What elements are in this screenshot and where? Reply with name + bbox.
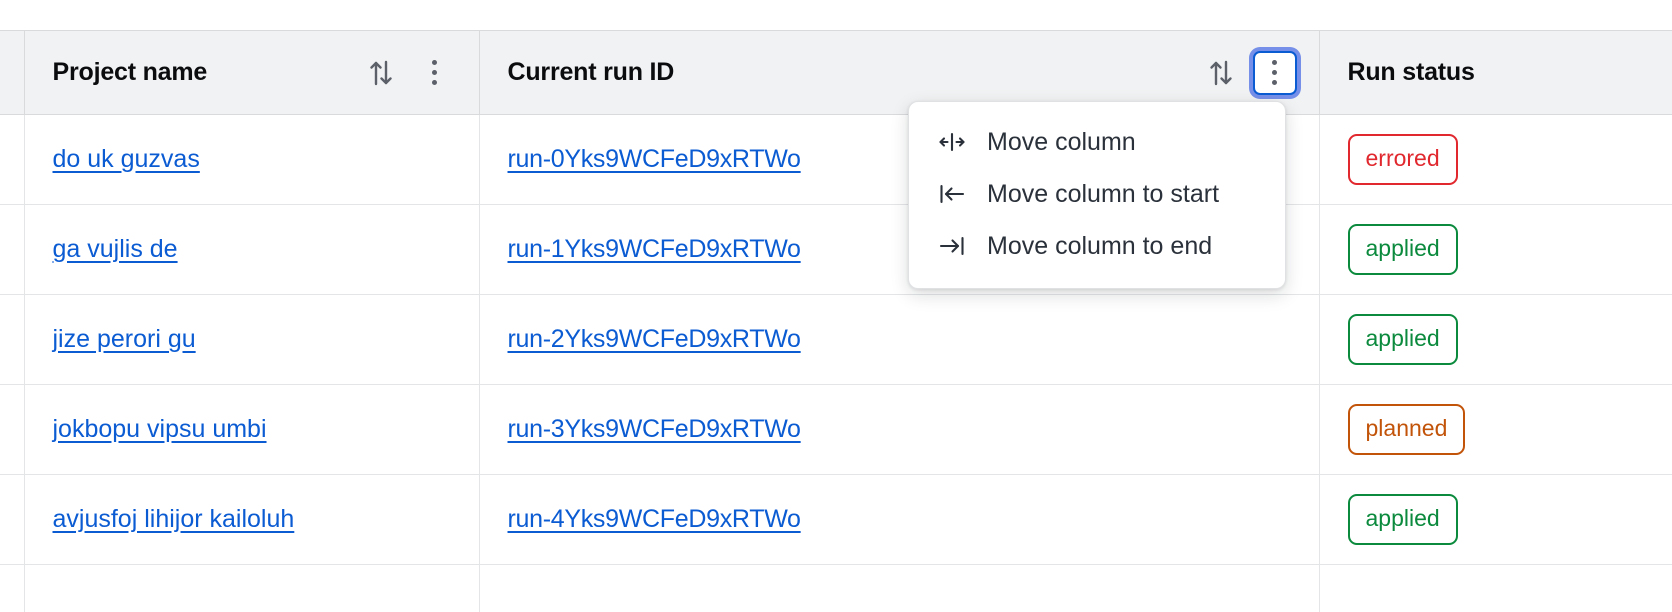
- row-selection-cell: [0, 114, 25, 205]
- status-badge: planned: [1347, 404, 1466, 455]
- run-id-link[interactable]: run-2Yks9WCFeD9xRTWo: [507, 325, 801, 353]
- run-id-link[interactable]: run-4Yks9WCFeD9xRTWo: [507, 505, 801, 533]
- project-name-link[interactable]: jize perori gu: [52, 325, 196, 353]
- project-name-link[interactable]: avjusfoj lihijor kailoluh: [52, 505, 295, 533]
- cell-run-status: errored: [1319, 114, 1672, 205]
- project-name-link[interactable]: jokbopu vipsu umbi: [52, 415, 267, 443]
- column-header-label-current-run-id: Current run ID: [507, 58, 675, 86]
- cell-current-run-id: run-3Yks9WCFeD9xRTWo: [479, 384, 1320, 475]
- row-selection-header-cell: [0, 30, 25, 115]
- cell-project-name: jokbopu vipsu umbi: [24, 384, 480, 475]
- table-row[interactable]: jize perori gu run-2Yks9WCFeD9xRTWo appl…: [0, 294, 1672, 385]
- row-selection-cell: [0, 204, 25, 295]
- kebab-menu-icon: [1272, 60, 1277, 85]
- menu-item-label: Move column to end: [987, 231, 1213, 260]
- status-badge: applied: [1347, 224, 1458, 275]
- cell-run-status: [1319, 564, 1672, 612]
- column-header-label-project-name: Project name: [52, 58, 208, 86]
- table-row[interactable]: jokbopu vipsu umbi run-3Yks9WCFeD9xRTWo …: [0, 384, 1672, 475]
- table-row-partial[interactable]: [0, 564, 1672, 612]
- column-header-project-name[interactable]: Project name: [24, 30, 480, 115]
- sort-arrows-icon[interactable]: [359, 51, 403, 95]
- run-id-link[interactable]: run-1Yks9WCFeD9xRTWo: [507, 235, 801, 263]
- row-selection-cell: [0, 564, 25, 612]
- cell-project-name: avjusfoj lihijor kailoluh: [24, 474, 480, 565]
- move-column-to-end-icon: [937, 231, 967, 261]
- table-body: do uk guzvas run-0Yks9WCFeD9xRTWo errore…: [0, 114, 1672, 612]
- status-badge: applied: [1347, 314, 1458, 365]
- run-id-link[interactable]: run-0Yks9WCFeD9xRTWo: [507, 145, 801, 173]
- table-header-row: Project name: [0, 30, 1672, 115]
- status-badge: errored: [1347, 134, 1458, 185]
- column-options-menu[interactable]: Move column Move column to start Move co…: [908, 101, 1286, 289]
- cell-project-name: ga vujlis de: [24, 204, 480, 295]
- projects-table-scroll-area[interactable]: Project name: [0, 30, 1672, 612]
- cell-project-name: jize perori gu: [24, 294, 480, 385]
- project-name-link[interactable]: do uk guzvas: [52, 145, 200, 173]
- status-badge: applied: [1347, 494, 1458, 545]
- column-header-current-run-id[interactable]: Current run ID: [479, 30, 1320, 115]
- run-id-link[interactable]: run-3Yks9WCFeD9xRTWo: [507, 415, 801, 443]
- column-menu-button-project-name[interactable]: [413, 51, 457, 95]
- projects-table: Project name: [0, 30, 1672, 612]
- column-menu-button-current-run-id[interactable]: [1252, 50, 1297, 95]
- cell-current-run-id: run-2Yks9WCFeD9xRTWo: [479, 294, 1320, 385]
- kebab-menu-icon: [432, 60, 437, 85]
- column-header-label-run-status: Run status: [1347, 58, 1475, 86]
- menu-item-move-column-to-end[interactable]: Move column to end: [909, 220, 1285, 272]
- cell-project-name: do uk guzvas: [24, 114, 480, 205]
- cell-project-name: [24, 564, 480, 612]
- table-row[interactable]: ga vujlis de run-1Yks9WCFeD9xRTWo applie…: [0, 204, 1672, 295]
- project-name-link[interactable]: ga vujlis de: [52, 235, 178, 263]
- cell-run-status: applied: [1319, 474, 1672, 565]
- table-header: Project name: [0, 30, 1672, 115]
- move-column-icon: [937, 127, 967, 157]
- table-row[interactable]: do uk guzvas run-0Yks9WCFeD9xRTWo errore…: [0, 114, 1672, 205]
- menu-item-move-column-to-start[interactable]: Move column to start: [909, 168, 1285, 220]
- row-selection-cell: [0, 384, 25, 475]
- cell-run-status: applied: [1319, 204, 1672, 295]
- row-selection-cell: [0, 474, 25, 565]
- row-selection-cell: [0, 294, 25, 385]
- cell-run-status: applied: [1319, 294, 1672, 385]
- cell-current-run-id: run-4Yks9WCFeD9xRTWo: [479, 474, 1320, 565]
- move-column-to-start-icon: [937, 179, 967, 209]
- menu-item-move-column[interactable]: Move column: [909, 116, 1285, 168]
- table-row[interactable]: avjusfoj lihijor kailoluh run-4Yks9WCFeD…: [0, 474, 1672, 565]
- menu-item-label: Move column to start: [987, 179, 1220, 208]
- cell-run-status: planned: [1319, 384, 1672, 475]
- column-header-run-status[interactable]: Run status: [1319, 30, 1672, 115]
- menu-item-label: Move column: [987, 127, 1136, 156]
- sort-arrows-icon[interactable]: [1199, 51, 1243, 95]
- cell-current-run-id: [479, 564, 1320, 612]
